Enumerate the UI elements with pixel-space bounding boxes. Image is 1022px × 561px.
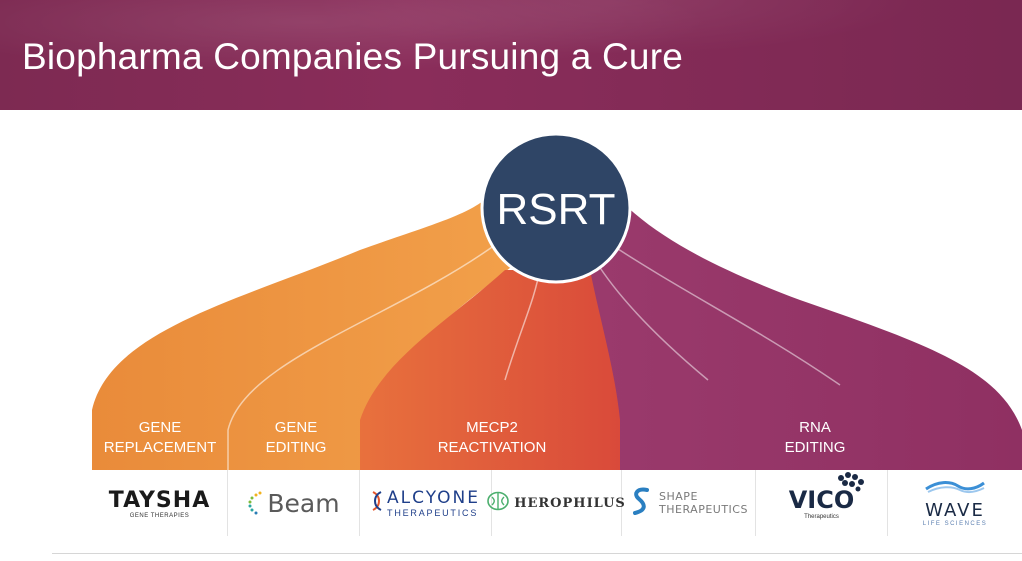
company-vico: VICO Therapeutics [756, 470, 888, 536]
branch-rna-editing [590, 200, 1022, 470]
divider-line [611, 244, 841, 386]
vico-logo: VICO [788, 486, 855, 514]
rsrt-node [480, 132, 632, 284]
shape-subtitle: THERAPEUTICS [659, 503, 748, 516]
alcyone-subtitle: THERAPEUTICS [387, 508, 479, 518]
taysha-logo: TAYSHA [108, 487, 211, 513]
category-label-line2: EDITING [785, 439, 846, 456]
company-taysha: TAYSHA GENE THERAPIES [92, 470, 228, 536]
wave-logo: WAVE [925, 500, 985, 521]
wave-subtitle: LIFE SCIENCES [922, 521, 988, 527]
herophilus-logo-icon [487, 491, 509, 516]
company-wave: WAVE LIFE SCIENCES [888, 470, 1022, 536]
category-label-line2: REPLACEMENT [104, 439, 217, 456]
vico-logo-icon [837, 472, 864, 492]
category-label-line2: EDITING [266, 439, 327, 456]
branch-mecp2 [360, 270, 620, 470]
shape-logo-icon [629, 486, 653, 521]
bottom-divider [52, 553, 1022, 554]
category-label-line2: REACTIVATION [438, 439, 547, 456]
beam-logo-icon [247, 490, 263, 516]
beam-logo: Beam [267, 488, 340, 518]
category-label-line1: GENE [275, 419, 318, 436]
vico-subtitle: Therapeutics [804, 514, 839, 520]
company-logo-row: TAYSHA GENE THERAPIES Beam ALCYONE THERA… [92, 470, 1022, 536]
company-alcyone: ALCYONE THERAPEUTICS [360, 470, 492, 536]
rsrt-label: RSRT [497, 185, 616, 234]
header-banner: Biopharma Companies Pursuing a Cure [0, 0, 1022, 110]
shape-logo: SHAPE [659, 490, 698, 503]
category-label-line1: MECP2 [466, 419, 518, 436]
alcyone-logo-icon [371, 490, 383, 517]
page-title: Biopharma Companies Pursuing a Cure [22, 36, 684, 77]
herophilus-logo: HEROPHILUS [514, 495, 626, 511]
category-label-line1: GENE [139, 419, 182, 436]
company-shape: SHAPE THERAPEUTICS [622, 470, 756, 536]
divider-line [227, 244, 496, 470]
divider-line [594, 259, 709, 381]
category-label-line1: RNA [799, 419, 831, 436]
taysha-subtitle: GENE THERAPIES [129, 512, 190, 519]
company-beam: Beam [228, 470, 360, 536]
alcyone-logo: ALCYONE [387, 488, 480, 508]
branch-gene-therapy [92, 195, 520, 470]
wave-logo-icon [925, 481, 985, 494]
company-herophilus: HEROPHILUS [487, 470, 625, 536]
